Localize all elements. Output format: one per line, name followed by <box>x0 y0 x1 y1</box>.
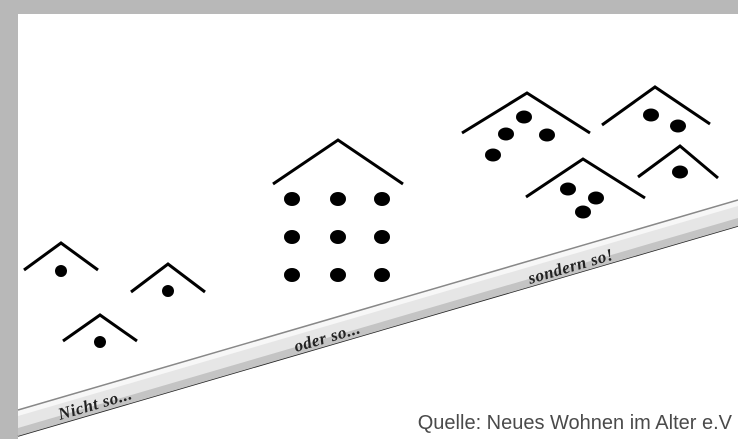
white-canvas <box>18 14 738 439</box>
window-dot <box>162 285 174 297</box>
window-dot <box>94 336 106 348</box>
source-caption: Quelle: Neues Wohnen im Alter e.V <box>416 412 734 435</box>
window-dot <box>55 265 67 277</box>
